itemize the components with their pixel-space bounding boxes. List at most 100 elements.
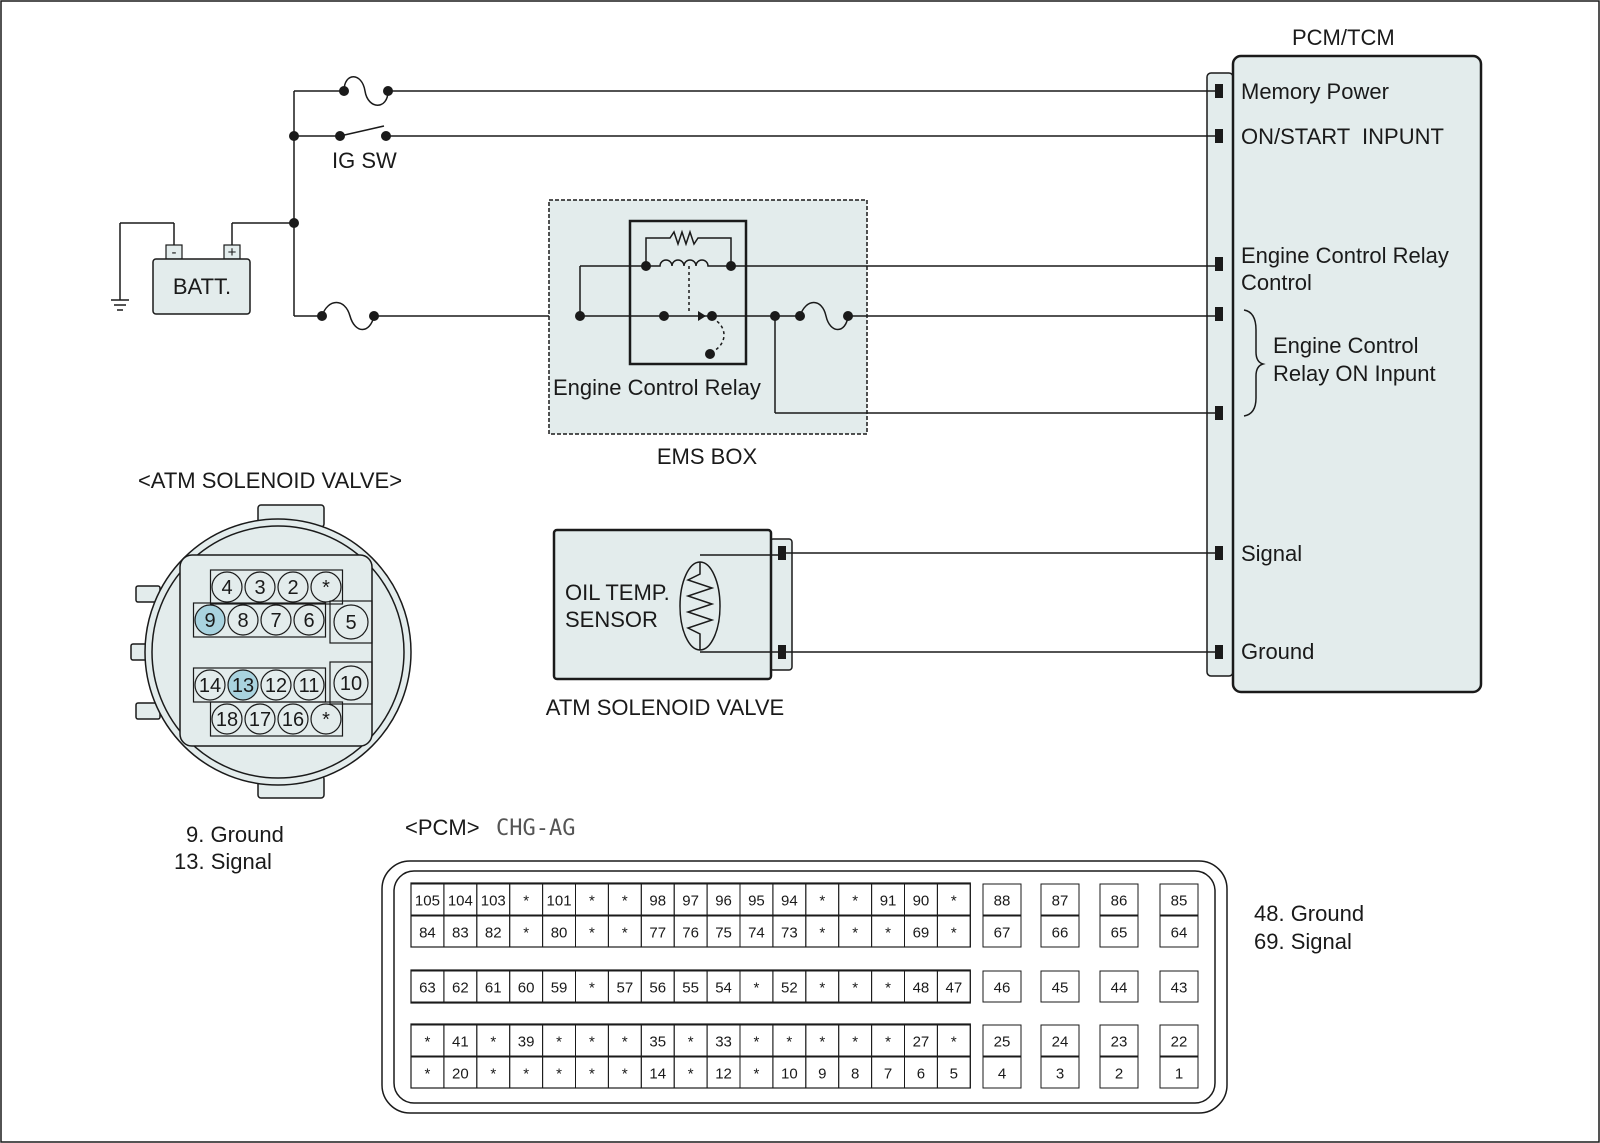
atm-pin-label: 18: [216, 709, 238, 731]
atm-pin: [211, 571, 243, 603]
pcm-pin-label: *: [885, 925, 891, 942]
pcm-side-pin-cell: [982, 970, 1022, 1003]
atm-pin: [310, 571, 342, 603]
pcm-pin-label: *: [425, 1034, 431, 1051]
pcm-pin-label: *: [754, 1034, 760, 1051]
pcm-side-pin-cell: [1099, 1056, 1139, 1089]
pcm-pin-label: 61: [485, 980, 502, 997]
pcm-side-pin-cell: [982, 883, 1022, 916]
pcm-pin-label: *: [622, 925, 628, 942]
pcm-pin-label: 101: [547, 893, 572, 910]
pcm-pin-label: 20: [452, 1066, 469, 1083]
pcm-pin-label: *: [852, 925, 858, 942]
pcm-pin-cell: [936, 915, 971, 948]
atm-pin-label: 10: [340, 673, 362, 695]
pcm-side-pin-label: 88: [994, 893, 1011, 910]
pcm-pin-label: 56: [649, 980, 666, 997]
pcm-pin-label: 75: [715, 925, 732, 942]
pcm-side-pin-label: 45: [1052, 980, 1069, 997]
pcm-pin-label: *: [885, 980, 891, 997]
pcm-pin-label: *: [622, 893, 628, 910]
pcm-pin-label: 105: [415, 893, 440, 910]
pcm-pin-label: 74: [748, 925, 765, 942]
pcm-pin-label: 8: [851, 1066, 859, 1083]
relay-switch-arrow: [698, 311, 706, 321]
pcm-side-pin-cell: [1159, 883, 1199, 916]
pcm-side-pin-label: 85: [1171, 893, 1188, 910]
atm-pin: [244, 703, 276, 735]
pcm-pin-label: *: [589, 980, 595, 997]
ground-symbol: [111, 299, 129, 311]
pcm-side-pin-label: 87: [1052, 893, 1069, 910]
pcm-pin-label: *: [951, 1034, 957, 1051]
pcm-pin-label: 83: [452, 925, 469, 942]
pcm-pin-cell: [936, 970, 971, 1003]
atm-pin: [227, 669, 259, 701]
atm-pin-row: [209, 569, 344, 605]
pcm-side-pin-cell: [982, 1024, 1022, 1057]
atm-pin-label: 11: [299, 675, 320, 697]
atm-pin: [211, 703, 243, 735]
pcm-pin-label: 80: [551, 925, 568, 942]
pcm-pin-label: 12: [715, 1066, 732, 1083]
pcm-pin-label: *: [490, 1034, 496, 1051]
atm-pin-label: 16: [282, 709, 304, 731]
label-ecr-on-input-2: Relay ON Inpunt: [1273, 361, 1436, 386]
pcm-pin-label: *: [754, 1066, 760, 1083]
pcm-pin-label: 73: [781, 925, 798, 942]
ems-junctions: [575, 261, 853, 359]
pcm-side-pin-label: 64: [1171, 925, 1188, 942]
atm-pin: [194, 669, 226, 701]
pcm-side-pin-cell: [1040, 970, 1080, 1003]
pcm-pin-label: 39: [518, 1034, 535, 1051]
atm-pin: [333, 665, 369, 701]
pcm-side-pin-cell: [1099, 883, 1139, 916]
atm-pin-label: 3: [254, 577, 265, 599]
ig-switch-blade: [339, 125, 385, 137]
atm-pin: [227, 604, 259, 636]
pcm-pin-label: 52: [781, 980, 798, 997]
relay-coil: [646, 259, 731, 267]
pcm-pin-label: 77: [649, 925, 666, 942]
pcm-pin-label: *: [523, 893, 529, 910]
atm-pin-label: 14: [199, 675, 221, 697]
pcm-side-pin-label: 25: [994, 1034, 1011, 1051]
pcm-side-pin-cell: [1099, 970, 1139, 1003]
pcm-pin-label: *: [622, 1066, 628, 1083]
atm-pin-label: 13: [232, 675, 254, 697]
battery-body: [152, 258, 251, 315]
battery-minus-sign: -: [172, 244, 177, 261]
label-signal: Signal: [1241, 541, 1302, 566]
pcm-pin-label: 91: [880, 893, 897, 910]
sensor-pin-signal: [778, 546, 786, 560]
pcm-side-pin-label: 24: [1052, 1034, 1069, 1051]
sensor-caption: ATM SOLENOID VALVE: [546, 695, 784, 720]
atm-pin-label: 8: [237, 610, 248, 632]
pcm-pin-label: *: [589, 925, 595, 942]
pcm-side-pin-label: 2: [1115, 1066, 1123, 1083]
pcm-side-pin-cell: [1159, 1056, 1199, 1089]
relay-coil-resistor: [645, 229, 732, 266]
atm-connector-insert: [179, 554, 373, 747]
label-on-start-input: ON/START INPUNT: [1241, 124, 1444, 149]
pcm-side-pin-label: 86: [1111, 893, 1128, 910]
pcm-pin-cell: [936, 883, 971, 916]
pcm-pin-label: 96: [715, 893, 732, 910]
pcm-pin-label: *: [622, 1034, 628, 1051]
pin-ground: [1215, 645, 1223, 659]
pcm-side-pin-label: 43: [1171, 980, 1188, 997]
pcm-pin-label: *: [556, 1034, 562, 1051]
pcm-pin-label: 5: [950, 1066, 958, 1083]
pcm-pin-label: 60: [518, 980, 535, 997]
ig-sw-label: IG SW: [332, 148, 397, 173]
pcm-pin-cell: [936, 1024, 971, 1057]
pcm-side-pin-label: 23: [1111, 1034, 1128, 1051]
battery: - + BATT.: [152, 244, 251, 315]
oil-temp-sensor: OIL TEMP. SENSOR: [552, 528, 1215, 681]
pcm-pin-label: *: [951, 893, 957, 910]
pcm-pin-label: *: [852, 980, 858, 997]
ecr-on-input-brace: [1243, 309, 1266, 417]
